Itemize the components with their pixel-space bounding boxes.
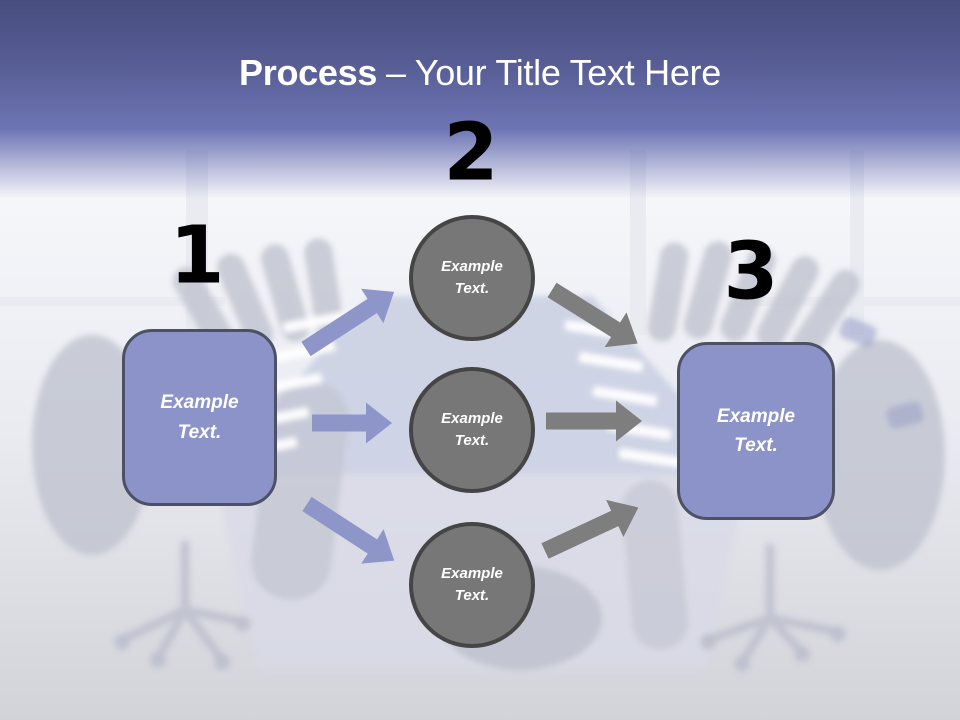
arrow-box1-to-circle1-icon[interactable] xyxy=(295,275,405,367)
step2-circle-3[interactable]: Example Text. xyxy=(409,522,535,648)
arrow-circle3-to-box3-icon[interactable] xyxy=(536,489,647,570)
arrow-box1-to-circle2-icon[interactable] xyxy=(312,402,392,444)
step2-circle-2[interactable]: Example Text. xyxy=(409,367,535,493)
step3-box-label: Example Text. xyxy=(716,405,796,456)
arrow-box1-to-circle3-icon[interactable] xyxy=(296,487,406,578)
step2-circle-1[interactable]: Example Text. xyxy=(409,215,535,341)
step-number-3: 3 xyxy=(723,225,779,318)
step3-box[interactable]: Example Text. xyxy=(677,342,835,520)
chair-silhouettes-right xyxy=(622,241,945,650)
purple-chair-hint xyxy=(839,317,877,347)
chair-wheel-bases xyxy=(117,540,843,667)
step2-circle-3-label: Example Text. xyxy=(441,564,503,605)
step2-circle-2-label: Example Text. xyxy=(441,409,503,450)
chair-wheels xyxy=(114,616,846,672)
purple-chair-hint xyxy=(886,401,924,429)
step1-box[interactable]: Example Text. xyxy=(122,329,277,506)
step1-box-label: Example Text. xyxy=(160,392,239,443)
step2-circle-1-label: Example Text. xyxy=(441,257,503,298)
step-number-1: 1 xyxy=(169,209,225,302)
arrow-circle1-to-box3-icon[interactable] xyxy=(541,273,648,361)
arrow-circle2-to-box3-icon[interactable] xyxy=(546,400,642,442)
